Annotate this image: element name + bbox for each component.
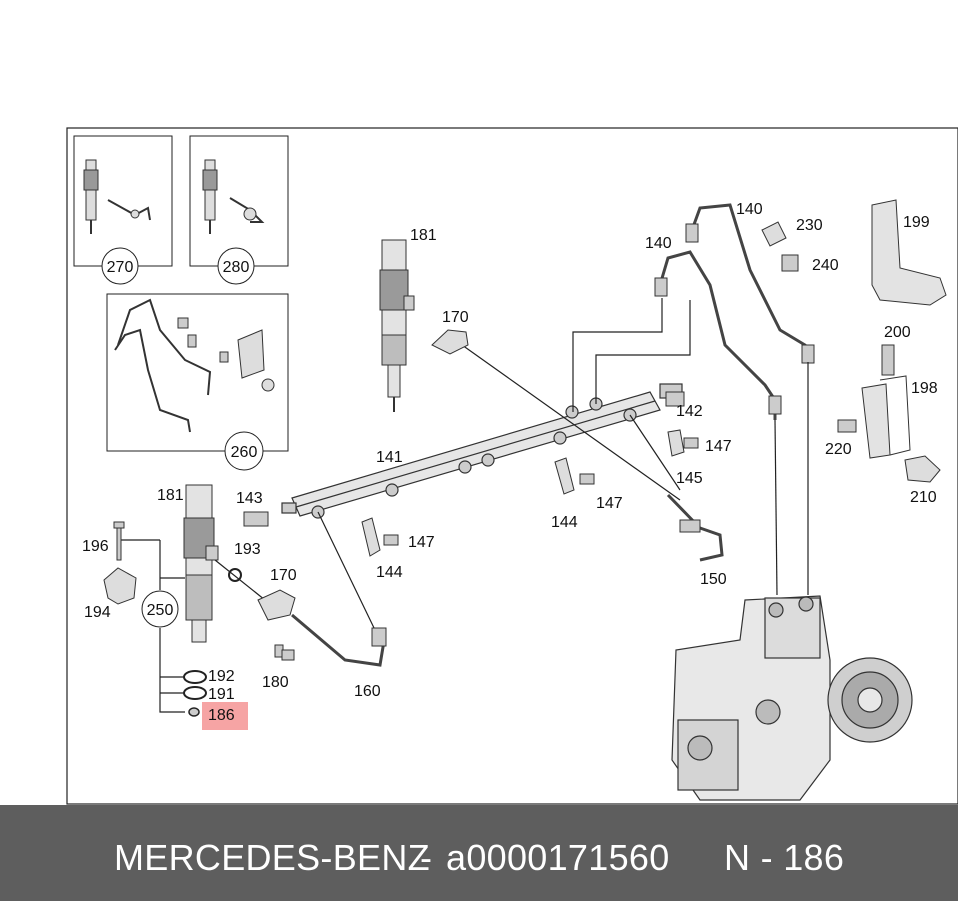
label-150: 150 [700, 571, 727, 588]
label-147-lower: 147 [408, 534, 435, 551]
bracket-145 [667, 429, 685, 457]
label-170-upper: 170 [442, 309, 469, 326]
leader-lines [119, 298, 809, 713]
o-ring-193 [228, 568, 242, 582]
label-199: 199 [903, 214, 930, 231]
label-170-lower: 170 [270, 567, 297, 584]
bolt-240 [781, 254, 799, 272]
bracket-199 [871, 199, 947, 306]
fuel-rail-141 [281, 383, 683, 519]
label-145: 145 [676, 470, 703, 487]
footer-reference: N - 186 [724, 837, 845, 878]
o-ring-191 [183, 686, 207, 700]
label-140-upper: 140 [736, 201, 763, 218]
bracket-198 [861, 383, 891, 459]
fitting-142 [665, 391, 685, 407]
footer-part-number: a0000171560 [446, 837, 670, 878]
bolt-147-mid [579, 473, 595, 485]
clamp-170-lower [257, 589, 296, 621]
label-220: 220 [825, 441, 852, 458]
label-192: 192 [208, 668, 235, 685]
label-191: 191 [208, 686, 235, 703]
callout-circle-270 [101, 247, 139, 285]
bracket-144-upper [554, 457, 575, 495]
label-260: 260 [231, 444, 258, 461]
label-181-upper: 181 [410, 227, 437, 244]
clamp-210 [904, 455, 941, 483]
label-144-upper: 144 [551, 514, 578, 531]
o-ring-192 [183, 670, 207, 684]
label-196: 196 [82, 538, 109, 555]
label-240: 240 [812, 257, 839, 274]
washer-186 [188, 707, 200, 717]
inset-box-260 [106, 293, 289, 452]
bolt-200 [881, 344, 895, 376]
line-150-fitting [679, 519, 701, 533]
clamp-194 [103, 567, 137, 605]
label-270: 270 [107, 259, 134, 276]
line-160-fitting [371, 627, 387, 647]
callout-circle-260 [224, 431, 264, 471]
label-200: 200 [884, 324, 911, 341]
footer-bar: MERCEDES-BENZ - a0000171560 N - 186 [0, 805, 958, 901]
sensor-143 [243, 511, 269, 527]
injector-kit-280-drawing [202, 159, 265, 234]
label-198: 198 [911, 380, 938, 397]
label-144-lower: 144 [376, 564, 403, 581]
bracket-144-lower [361, 517, 381, 557]
bolt-220 [837, 419, 857, 433]
label-147-right: 147 [705, 438, 732, 455]
label-141: 141 [376, 449, 403, 466]
callout-circle-280 [217, 247, 255, 285]
label-143: 143 [236, 490, 263, 507]
clamp-170-upper [431, 329, 469, 355]
bolt-180 [274, 644, 295, 661]
label-140-lower: 140 [645, 235, 672, 252]
bolt-147-right [683, 437, 699, 449]
label-193: 193 [234, 541, 261, 558]
label-142: 142 [676, 403, 703, 420]
bolt-147-lower [383, 534, 399, 546]
bolt-196 [113, 521, 125, 561]
label-186: 186 [208, 707, 235, 724]
footer-separator: - [420, 837, 433, 878]
fuel-line-150 [666, 493, 724, 562]
label-210: 210 [910, 489, 937, 506]
label-194: 194 [84, 604, 111, 621]
diagram-frame [66, 127, 958, 805]
high-pressure-pump [671, 595, 913, 801]
injector-181-upper [379, 239, 415, 412]
label-160: 160 [354, 683, 381, 700]
bracket-198-plate [879, 375, 911, 456]
label-280: 280 [223, 259, 250, 276]
label-181-lower: 181 [157, 487, 184, 504]
label-147-mid: 147 [596, 495, 623, 512]
injector-kit-270-drawing [83, 159, 151, 234]
callout-circle-250 [141, 590, 179, 628]
label-180: 180 [262, 674, 289, 691]
label-230: 230 [796, 217, 823, 234]
part-labels: 270 280 260 250 181 181 170 170 140 140 … [82, 201, 938, 724]
label-250: 250 [147, 602, 174, 619]
clip-230 [761, 221, 787, 247]
fuel-line-160 [291, 613, 387, 667]
injector-181-lower [183, 484, 219, 643]
line-kit-260-drawing [114, 298, 275, 433]
footer-brand: MERCEDES-BENZ [114, 837, 430, 878]
highlight-186 [202, 702, 248, 730]
